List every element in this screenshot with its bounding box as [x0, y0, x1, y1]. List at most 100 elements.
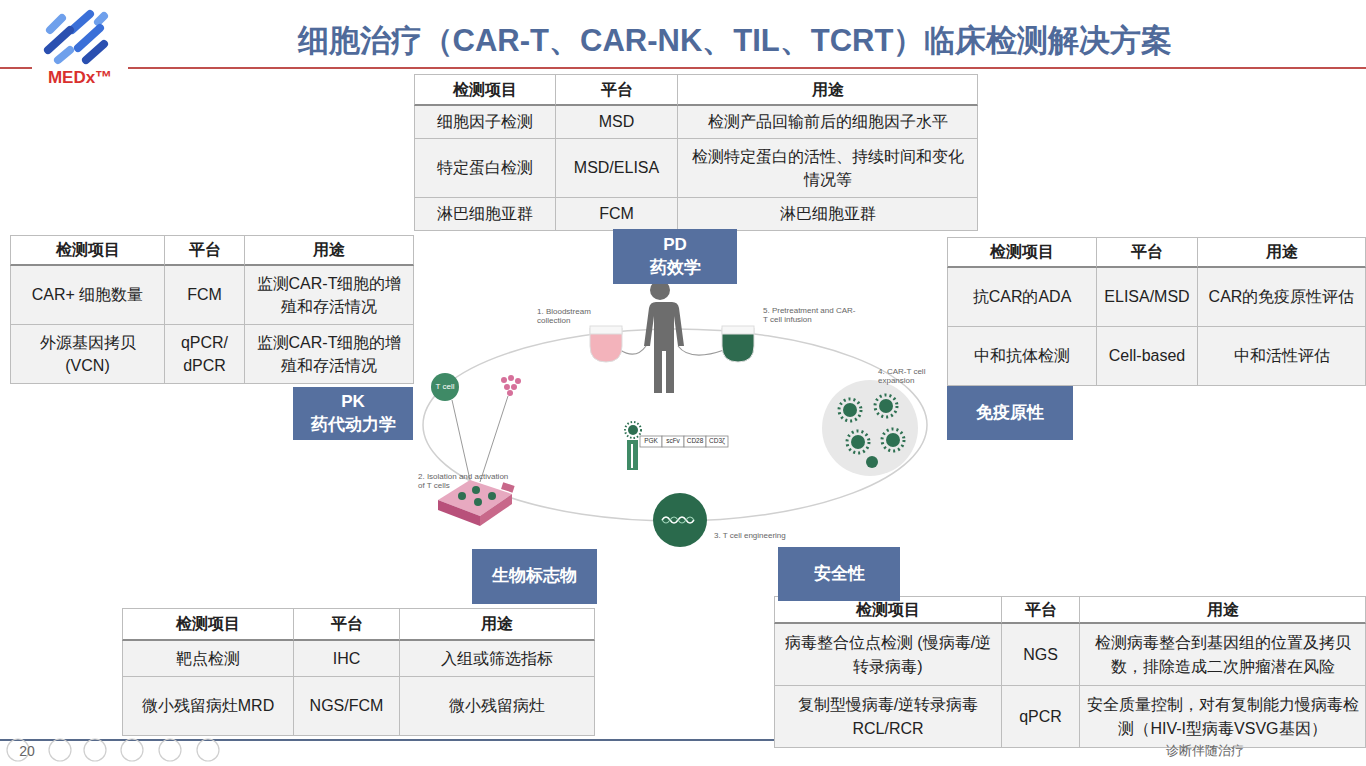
culture-flask-side [480, 494, 512, 526]
table-cell: 检测特定蛋白的活性、持续时间和变化情况等 [678, 139, 978, 198]
table-cell: 入组或筛选指标 [400, 641, 595, 677]
t-cell [431, 373, 459, 401]
table-header-cell: 平台 [165, 235, 245, 266]
table-cell: MSD/ELISA [556, 139, 678, 198]
category-text: 安全性 [814, 563, 865, 585]
vector-receptors [625, 422, 641, 438]
logo-stroke [72, 14, 90, 30]
category-text: PD [663, 234, 687, 256]
table-header-cell: 平台 [556, 74, 678, 106]
car-t-receptors [875, 395, 897, 417]
slide-toolbar [7, 739, 219, 761]
table-cell: 微小残留病灶 [400, 677, 595, 736]
table-header-cell: 用途 [1198, 237, 1366, 268]
logo-stroke [86, 44, 104, 60]
table-cell: qPCR [1002, 686, 1080, 748]
step-label: 2. Isolation and activation of T cells [418, 472, 510, 490]
car-t-cell [843, 403, 857, 417]
category-text: 免疫原性 [976, 402, 1044, 424]
header-rule [0, 67, 32, 69]
bead [501, 377, 507, 383]
table-cell: 监测CAR-T细胞的增殖和存活情况 [245, 325, 414, 384]
car-t-cell [851, 435, 865, 449]
page-number: 20 [10, 743, 44, 759]
logo-stroke [78, 28, 100, 48]
cell-label: T cell [431, 382, 459, 391]
category-text: 药代动力学 [311, 414, 396, 436]
step-label: 3. T cell engineering [714, 531, 814, 540]
gene-segment: CD28 [684, 437, 706, 444]
car-t-cell [886, 433, 900, 447]
logo-text: MEDx™ [36, 68, 124, 88]
bead [508, 375, 514, 381]
header-rule [128, 67, 1366, 69]
table-cell: 检测产品回输前后的细胞因子水平 [678, 106, 978, 139]
step-label: 5. Pretreatment and CAR-T cell infusion [763, 306, 859, 324]
culture-flask-neck [501, 482, 515, 492]
vector-cell [628, 425, 638, 435]
table-cell: ELISA/MSD [1097, 268, 1198, 327]
vector-construct [627, 440, 638, 470]
table-cell: 淋巴细胞亚群 [414, 198, 556, 231]
expansion-well [822, 380, 918, 476]
car-t-cells [839, 395, 904, 468]
vector-construct-line [631, 444, 633, 468]
car-t-cell [866, 456, 878, 468]
toolbar-button [197, 739, 219, 761]
category-box: PD药效学 [613, 229, 737, 284]
car-t-receptors [882, 429, 904, 451]
table-cell: 检测病毒整合到基因组的位置及拷贝数，排除造成二次肿瘤潜在风险 [1080, 624, 1366, 686]
patient-body [644, 302, 684, 393]
dna-strand [662, 517, 694, 523]
table-cell: NGS/FCM [294, 677, 400, 736]
table-cell: CAR+ 细胞数量 [10, 266, 165, 325]
bead-cluster [501, 375, 521, 396]
table-cell: 淋巴细胞亚群 [678, 198, 978, 231]
category-text: PK [341, 391, 365, 413]
bead [504, 384, 510, 390]
dna-strand [662, 517, 694, 523]
car-t-cell [879, 399, 893, 413]
gene-segment-box [662, 436, 684, 447]
table-cell: FCM [165, 266, 245, 325]
gene-engineering [653, 493, 707, 547]
gene-segment: PGK [640, 437, 662, 444]
gene-segment: CD3ζ [706, 437, 728, 444]
table-cell: MSD [556, 106, 678, 139]
leader-line [480, 396, 508, 482]
table-cell: 中和抗体检测 [947, 327, 1097, 386]
infusion-tube [678, 346, 724, 355]
logo-stroke [58, 50, 70, 60]
cultured-cell [458, 492, 466, 500]
car-t-receptors [839, 399, 861, 421]
table-cell: 安全质量控制，对有复制能力慢病毒检测（HIV-I型病毒VSVG基因） [1080, 686, 1366, 748]
table-header-cell: 用途 [678, 74, 978, 106]
step-label: 4. CAR-T cell expansion [878, 367, 940, 385]
table-cell: 外源基因拷贝 (VCN) [10, 325, 165, 384]
bead [515, 378, 521, 384]
category-box: 免疫原性 [947, 386, 1073, 440]
step-label: 1. Bloodstream collection [537, 307, 609, 325]
gene-segment-box [706, 436, 728, 447]
table-cell: 微小残留病灶MRD [122, 677, 294, 736]
cell-bag-top [722, 326, 754, 334]
process-cycle [423, 329, 927, 521]
table-cell: 抗CAR的ADA [947, 268, 1097, 327]
table-cell: CAR的免疫原性评估 [1198, 268, 1366, 327]
category-box: 生物标志物 [472, 549, 597, 604]
toolbar-button [84, 739, 106, 761]
table-header-cell: 检测项目 [10, 235, 165, 266]
leader-line [452, 400, 470, 480]
table-header-cell: 平台 [294, 608, 400, 641]
table-cell: 监测CAR-T细胞的增殖和存活情况 [245, 266, 414, 325]
table-cell: 复制型慢病毒/逆转录病毒 RCL/RCR [774, 686, 1002, 748]
category-box: PK药代动力学 [293, 387, 413, 440]
table-cell: 中和活性评估 [1198, 327, 1366, 386]
table-cell: NGS [1002, 624, 1080, 686]
toolbar-button [159, 739, 181, 761]
table-header-cell: 用途 [400, 608, 595, 641]
table-header-cell: 检测项目 [947, 237, 1097, 268]
gene-segment-box [640, 436, 662, 447]
blood-bag-top [590, 326, 622, 334]
infusion-tube [620, 346, 646, 354]
